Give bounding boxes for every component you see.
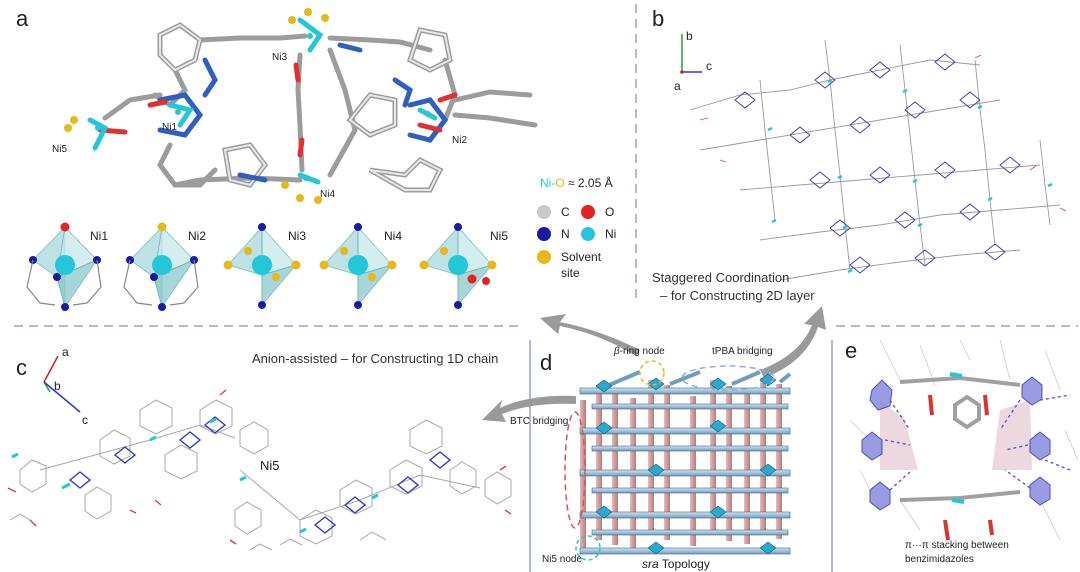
legend-swatch-c [537,205,551,219]
btc-bridging-label: BTC bridging [510,416,568,427]
axis-a-label: a [674,79,681,93]
panel-c: c a b c Anion-assisted – for Constructin… [7,345,512,551]
ni5-node-label: Ni5 node [542,554,582,565]
polyhedron-label-ni5: Ni5 [490,229,508,243]
panel-b: b b c a [652,6,1067,303]
legend-swatch-n [537,227,551,241]
bond-length-value: ≈ 2.05 Å [565,175,613,190]
panel-c-caption: Anion-assisted – for Constructing 1D cha… [252,351,498,366]
panel-b-caption-line1: Staggered Coordination [652,270,789,285]
panel-d-letter: d [540,350,552,375]
topology-label: sra Topology [642,557,710,571]
topology-text: Topology [659,557,710,571]
coordination-polyhedra: Ni1 Ni2 Ni3 [26,222,508,311]
axis-triad-c: a b c [43,345,88,427]
legend-label-c: C [561,205,570,219]
beta-ring-node-text: -ring node [620,346,665,357]
pi-stacking-structure [849,339,1079,541]
axis-c-label: c [706,59,712,73]
arrow-to-panel-a [540,314,640,356]
atom-label-ni5: Ni5 [52,144,67,155]
polyhedron-ni1 [26,222,102,311]
panel-a: a [16,6,538,311]
axis-b-label: b [686,29,693,43]
axis-triad-b: b c a [674,29,712,93]
polyhedron-ni4 [319,223,397,309]
legend-label-o: O [605,205,614,219]
atom-label-ni2: Ni2 [452,135,467,146]
sra-topology-framework [579,370,792,555]
chain-1d-wireframe [7,389,512,551]
legend-swatch-solvent [537,250,551,264]
ni5-node-marker [575,535,601,561]
panel-e-caption-line2: benzimidazoles [905,554,974,565]
legend-label-solvent-line2: site [561,266,580,280]
cage-structure [64,8,538,204]
bond-length-o: O [555,176,564,190]
polyhedron-label-ni1: Ni1 [90,229,108,243]
arrow-to-panel-b [760,306,826,378]
bond-length-label: Ni-O ≈ 2.05 Å [540,175,613,190]
panel-e-caption-line1: π···π stacking between [905,540,1009,551]
legend: Ni-O ≈ 2.05 Å C O N Ni Solvent site [537,175,616,280]
polyhedron-ni3 [223,223,301,309]
panel-d: d [482,306,826,571]
atom-label-ni4: Ni4 [320,189,335,200]
arrow-to-panel-c [482,395,576,422]
btc-bridging-marker [564,411,586,529]
polyhedron-ni5 [419,223,497,309]
beta-ring-node-marker [639,360,665,386]
beta-ring-node-greek: β [613,346,620,357]
topology-italic: sra [642,557,659,571]
beta-ring-node-label: β-ring node [613,346,665,357]
atom-label-ni5-chain: Ni5 [260,458,280,473]
polyhedron-label-ni2: Ni2 [188,229,206,243]
panel-b-caption-line2: – for Constructing 2D layer [660,288,815,303]
polyhedron-label-ni3: Ni3 [288,229,306,243]
legend-label-n: N [561,227,570,241]
axis-c-a-label: a [62,345,69,359]
polyhedron-label-ni4: Ni4 [384,229,402,243]
legend-label-solvent-line1: Solvent [561,250,602,264]
tpba-bridging-marker [681,365,775,391]
legend-swatch-o [581,205,595,219]
panel-b-letter: b [652,6,664,31]
panel-a-letter: a [16,6,29,31]
panel-dividers [14,4,1078,572]
axis-c-b-label: b [54,379,61,393]
atom-label-ni1: Ni1 [162,122,177,133]
axis-c-c-label: c [82,413,88,427]
legend-swatch-ni [581,227,595,241]
layer-2d-wireframe [689,39,1067,281]
legend-label-ni: Ni [605,227,616,241]
panel-c-letter: c [16,355,27,380]
atom-label-ni3: Ni3 [272,52,287,63]
panel-e: e [845,338,1079,565]
panel-e-letter: e [845,338,857,363]
bond-length-prefix: Ni- [540,176,555,190]
polyhedron-ni2 [123,222,199,311]
tpba-bridging-label: tPBA bridging [712,346,773,357]
